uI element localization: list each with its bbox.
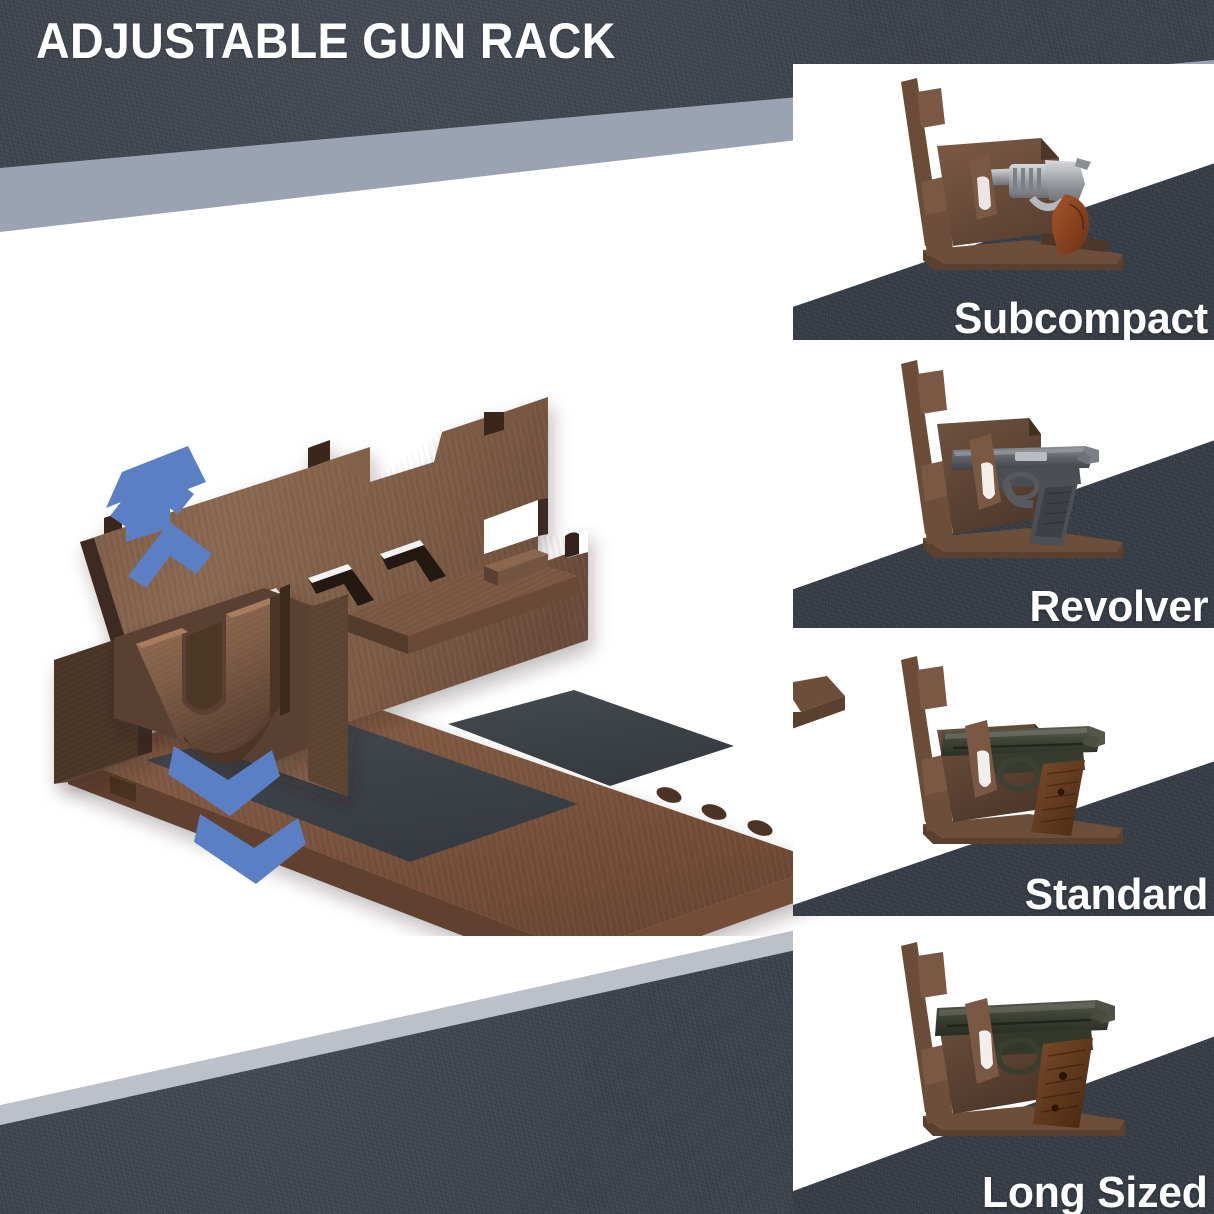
card-artwork-subcompact [793, 64, 1214, 340]
hero-product-image [18, 236, 858, 936]
backboard-front-face [308, 594, 348, 796]
base-mount-holes [656, 787, 773, 836]
card-artwork-standard [793, 640, 1214, 916]
u-shaped-cradle [114, 584, 318, 766]
card-label-subcompact: Subcompact [953, 294, 1208, 340]
card-long-sized[interactable]: Long Sized [793, 928, 1214, 1214]
card-label-revolver: Revolver [1029, 582, 1208, 628]
card-artwork-revolver [793, 352, 1214, 628]
card-subcompact[interactable]: Subcompact [793, 64, 1214, 340]
middle-shelf [348, 549, 578, 654]
arrow-up-chevron-1 [110, 462, 194, 528]
card-label-standard: Standard [1024, 870, 1209, 916]
card-artwork-long-sized [793, 928, 1214, 1214]
arrow-down-chevron-1 [168, 746, 280, 816]
card-label-long-sized: Long Sized [982, 1168, 1208, 1214]
card-revolver[interactable]: Revolver [793, 352, 1214, 628]
page-title: ADJUSTABLE GUN RACK [36, 13, 616, 69]
arrow-down-chevron-2 [194, 814, 306, 884]
arrow-up-chevron-2 [128, 522, 212, 588]
card-standard[interactable]: Standard [793, 640, 1214, 916]
revolver-illustration [979, 158, 1091, 254]
size-variant-card-list: Subcompact [793, 64, 1214, 1214]
